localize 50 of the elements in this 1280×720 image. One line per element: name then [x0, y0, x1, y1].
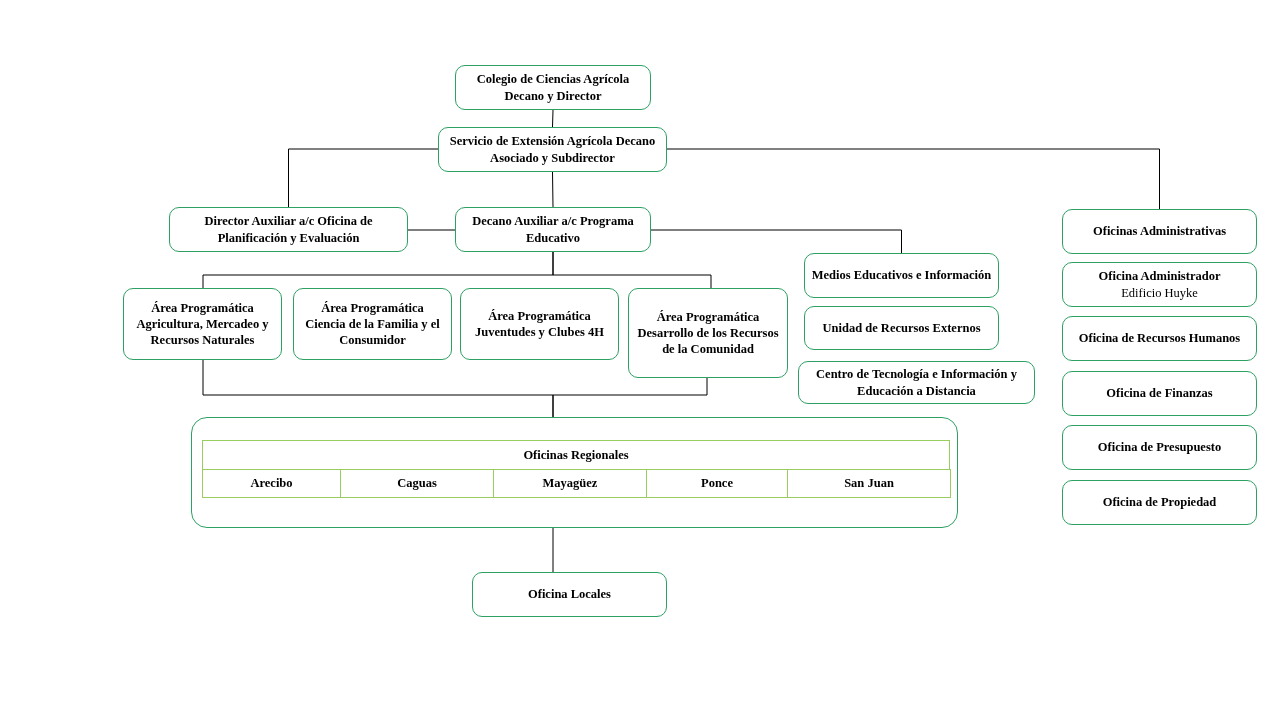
table-header-cell: Oficinas Regionales [202, 440, 950, 470]
box-label: Colegio de Ciencias Agrícola Decano y Director [475, 71, 631, 104]
org-box [804, 306, 999, 350]
box-label: Edificio Huyke [1121, 284, 1198, 301]
org-box [1062, 371, 1257, 416]
org-box [455, 65, 651, 110]
connector-line [552, 377, 708, 418]
org-box [1062, 425, 1257, 470]
box-label: Decano Auxiliar a/c Programa Educativo [471, 213, 635, 246]
connector-line [552, 171, 554, 208]
box-label: Área Programática Juventudes y Clubes 4H [474, 307, 605, 341]
org-box [1062, 209, 1257, 254]
org-box [169, 207, 408, 252]
box-label: Servicio de Extensión Agrícola Decano Asociado y Subdirector [448, 133, 657, 166]
connector-line [407, 229, 456, 231]
box-label: Área Programática Desarrollo de los Recursos de la Comunidad [636, 308, 780, 358]
org-box [804, 253, 999, 298]
org-box [460, 288, 619, 360]
org-box [628, 288, 788, 378]
connector-line [552, 109, 554, 128]
connector-line [552, 527, 554, 573]
box-label: Área Programática Ciencia de la Familia y el Consumidor [304, 299, 441, 349]
box-label: Oficina de Presupuesto [1097, 439, 1222, 456]
box-label: Medios Educativos e Información [811, 267, 992, 284]
box-label: Oficina Administrador [1098, 268, 1221, 285]
connector-line [552, 251, 712, 289]
org-box [1062, 480, 1257, 525]
org-box [798, 361, 1035, 404]
org-box [1062, 316, 1257, 361]
box-label: Área Programática Agricultura, Mercadeo y Recursos Naturales [135, 299, 270, 349]
box-label: Oficina de Recursos Humanos [1078, 330, 1241, 347]
table-cell: Arecibo [202, 469, 341, 498]
box-label: Oficina de Propiedad [1102, 494, 1217, 511]
box-label: Oficina Locales [528, 586, 611, 603]
box-label: Director Auxiliar a/c Oficina de Planificación y Evaluación [203, 213, 374, 246]
box-label: Centro de Tecnología e Información y Educación a Distancia [815, 366, 1018, 399]
box-label: Oficinas Administrativas [1093, 223, 1226, 240]
group-panel [191, 417, 958, 528]
org-box [438, 127, 667, 172]
org-box [455, 207, 651, 252]
connector-line [650, 229, 902, 254]
box-label: Unidad de Recursos Externos [822, 319, 981, 337]
org-box [293, 288, 452, 360]
connector-line [666, 148, 1160, 210]
org-box [472, 572, 667, 617]
connector-line [288, 148, 439, 208]
box-label: Oficina de Finanzas [1106, 385, 1213, 402]
table-cell: San Juan [787, 469, 951, 498]
org-box [123, 288, 282, 360]
org-box [1062, 262, 1257, 307]
